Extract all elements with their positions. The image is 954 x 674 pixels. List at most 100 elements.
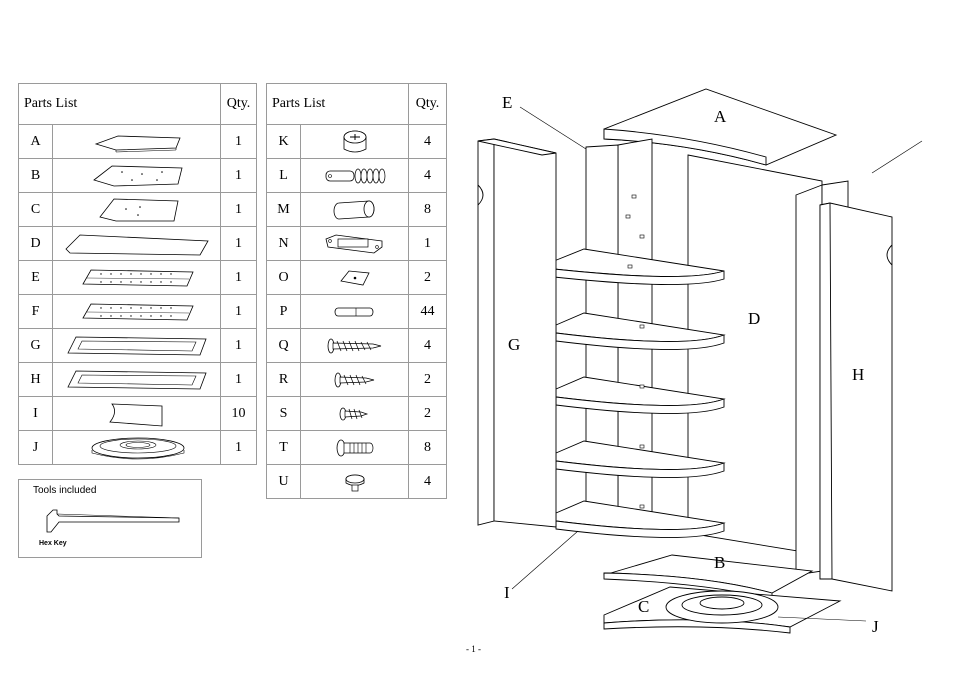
part-letter: E bbox=[19, 261, 53, 295]
part-qty: 2 bbox=[409, 363, 447, 397]
tools-title: Tools included bbox=[33, 485, 96, 496]
part-row: R 2 bbox=[267, 363, 447, 397]
label-I: I bbox=[504, 583, 510, 603]
long-screw-icon bbox=[301, 329, 409, 363]
part-row: B 1 bbox=[19, 159, 257, 193]
part-qty: 4 bbox=[409, 159, 447, 193]
exploded-cabinet-drawing bbox=[460, 85, 940, 645]
dowel-icon bbox=[301, 193, 409, 227]
part-letter: K bbox=[267, 125, 301, 159]
part-row: I 10 bbox=[19, 397, 257, 431]
parts-list-title: Parts List bbox=[267, 96, 325, 111]
part-qty: 8 bbox=[409, 431, 447, 465]
part-row: K 4 bbox=[267, 125, 447, 159]
hex-key-label: Hex Key bbox=[39, 540, 67, 547]
part-qty: 1 bbox=[221, 295, 257, 329]
door-H-icon bbox=[53, 363, 221, 397]
part-row: O 2 bbox=[267, 261, 447, 295]
glide-foot-icon bbox=[301, 465, 409, 499]
part-qty: 1 bbox=[221, 193, 257, 227]
label-H: H bbox=[852, 365, 864, 385]
part-letter: P bbox=[267, 295, 301, 329]
part-row: S 2 bbox=[267, 397, 447, 431]
label-E: E bbox=[502, 93, 512, 113]
part-row: P 44 bbox=[267, 295, 447, 329]
part-letter: J bbox=[19, 431, 53, 465]
hex-key-icon bbox=[45, 506, 185, 540]
part-letter: O bbox=[267, 261, 301, 295]
panel-E-icon bbox=[53, 261, 221, 295]
shelf-pin-icon bbox=[301, 295, 409, 329]
part-row: G 1 bbox=[19, 329, 257, 363]
part-row: F 1 bbox=[19, 295, 257, 329]
parts-list-title: Parts List bbox=[19, 96, 77, 111]
magnetic-catch-icon bbox=[301, 227, 409, 261]
swivel-base-J-icon bbox=[53, 431, 221, 465]
part-letter: B bbox=[19, 159, 53, 193]
panel-A-icon bbox=[53, 125, 221, 159]
tools-included-box: Tools included Hex Key bbox=[18, 479, 202, 558]
part-qty: 1 bbox=[409, 227, 447, 261]
strike-plate-icon bbox=[301, 261, 409, 295]
page-number: - 1 - bbox=[466, 644, 481, 654]
exploded-cabinet-diagram: A B C D E G H I J bbox=[460, 85, 940, 645]
part-letter: H bbox=[19, 363, 53, 397]
qty-header: Qty. bbox=[221, 84, 257, 125]
part-qty: 1 bbox=[221, 431, 257, 465]
label-C: C bbox=[638, 597, 649, 617]
part-qty: 4 bbox=[409, 465, 447, 499]
door-G-icon bbox=[53, 329, 221, 363]
part-letter: Q bbox=[267, 329, 301, 363]
panel-C-icon bbox=[53, 193, 221, 227]
panel-F-icon bbox=[53, 295, 221, 329]
part-letter: T bbox=[267, 431, 301, 465]
part-letter: A bbox=[19, 125, 53, 159]
cam-bolt-icon bbox=[301, 159, 409, 193]
part-letter: M bbox=[267, 193, 301, 227]
part-row: Q 4 bbox=[267, 329, 447, 363]
part-letter: R bbox=[267, 363, 301, 397]
part-qty: 1 bbox=[221, 329, 257, 363]
short-screw-icon bbox=[301, 397, 409, 431]
part-qty: 1 bbox=[221, 227, 257, 261]
part-letter: S bbox=[267, 397, 301, 431]
medium-screw-icon bbox=[301, 363, 409, 397]
part-row: J 1 bbox=[19, 431, 257, 465]
part-letter: N bbox=[267, 227, 301, 261]
part-qty: 8 bbox=[409, 193, 447, 227]
shelf-I-icon bbox=[53, 397, 221, 431]
part-qty: 44 bbox=[409, 295, 447, 329]
part-row: M 8 bbox=[267, 193, 447, 227]
part-row: A 1 bbox=[19, 125, 257, 159]
panel-B-icon bbox=[53, 159, 221, 193]
panel-D-icon bbox=[53, 227, 221, 261]
part-letter: U bbox=[267, 465, 301, 499]
label-D: D bbox=[748, 309, 760, 329]
label-J: J bbox=[872, 617, 879, 637]
part-qty: 4 bbox=[409, 125, 447, 159]
part-letter: F bbox=[19, 295, 53, 329]
part-row: U 4 bbox=[267, 465, 447, 499]
part-row: T 8 bbox=[267, 431, 447, 465]
cam-lock-icon bbox=[301, 125, 409, 159]
parts-list-header: Parts List bbox=[19, 84, 221, 125]
part-qty: 4 bbox=[409, 329, 447, 363]
part-qty: 2 bbox=[409, 397, 447, 431]
part-letter: G bbox=[19, 329, 53, 363]
label-G: G bbox=[508, 335, 520, 355]
part-row: N 1 bbox=[267, 227, 447, 261]
part-row: L 4 bbox=[267, 159, 447, 193]
part-row: D 1 bbox=[19, 227, 257, 261]
part-qty: 2 bbox=[409, 261, 447, 295]
parts-list-table-left: Parts List Qty. A 1 B 1 C 1 D 1 E 1 F 1 … bbox=[18, 83, 257, 465]
part-row: H 1 bbox=[19, 363, 257, 397]
part-qty: 1 bbox=[221, 363, 257, 397]
part-qty: 1 bbox=[221, 159, 257, 193]
part-row: C 1 bbox=[19, 193, 257, 227]
part-letter: D bbox=[19, 227, 53, 261]
label-A: A bbox=[714, 107, 726, 127]
parts-list-header: Parts List bbox=[267, 84, 409, 125]
part-qty: 1 bbox=[221, 261, 257, 295]
part-row: E 1 bbox=[19, 261, 257, 295]
part-qty: 10 bbox=[221, 397, 257, 431]
